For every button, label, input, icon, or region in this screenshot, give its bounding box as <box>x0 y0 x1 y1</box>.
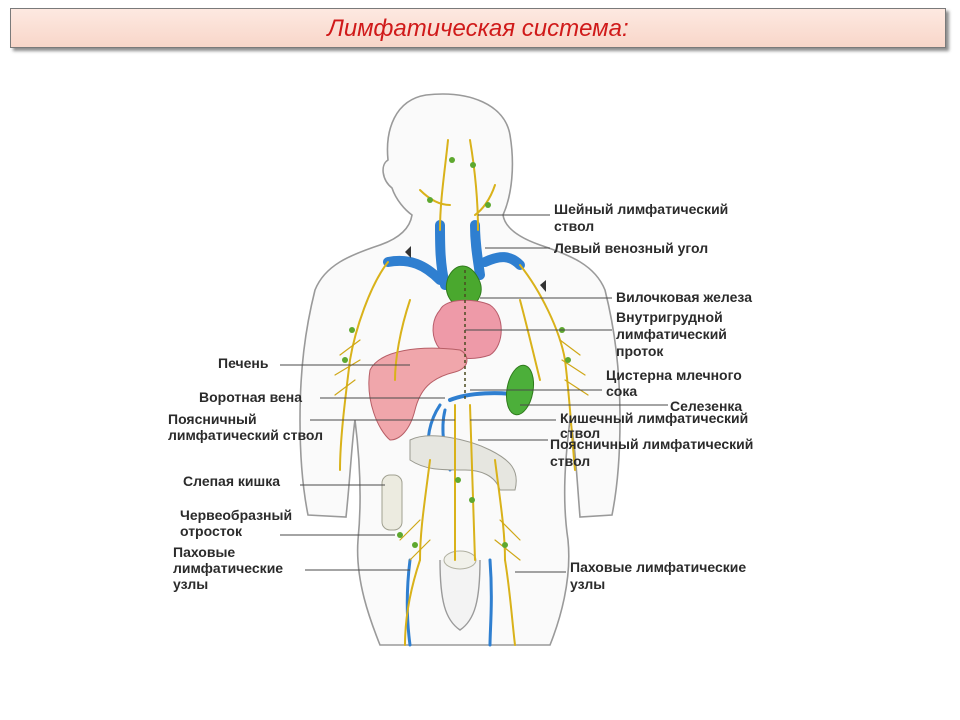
label-pahovye-right-line1: Паховые лимфатические <box>570 559 746 575</box>
label-poyasnichny-right-line2: ствол <box>550 453 590 469</box>
label-pechen: Печень <box>218 355 269 371</box>
label-pahovye-left-line1: Паховые <box>173 544 235 560</box>
label-pahovye-left-line3: узлы <box>173 576 208 592</box>
label-vnutrigrudnoy-line1: Внутригрудной <box>616 309 723 325</box>
heart <box>432 299 502 359</box>
thymus <box>445 265 482 309</box>
liver <box>368 347 468 441</box>
intestine <box>409 435 517 491</box>
label-kishechny-line1: Кишечный лимфатический <box>560 410 748 426</box>
label-kishechny-line2: ствол <box>560 425 600 441</box>
flow-arrow-left <box>405 246 411 258</box>
label-cisterna-line2: сока <box>606 383 637 399</box>
label-vnutrigrudnoy-line3: проток <box>616 343 664 359</box>
label-vilochkovaya: Вилочковая железа <box>616 289 752 305</box>
cecum <box>381 474 403 531</box>
label-poyasnichny-right-line1: Поясничный лимфатический <box>550 436 753 452</box>
label-pahovye-right-line2: узлы <box>570 576 605 592</box>
label-slepaya: Слепая кишка <box>183 473 280 489</box>
label-pahovye-left-line2: лимфатические <box>173 560 283 576</box>
label-sheiny-line2: ствол <box>554 218 594 234</box>
label-poyasnichny-left-line1: Поясничный <box>168 411 257 427</box>
slide-title: Лимфатическая система: <box>327 15 629 42</box>
label-vorotnaya: Воротная вена <box>199 389 302 405</box>
title-bar: Лимфатическая система: <box>10 8 946 48</box>
label-cisterna-line1: Цистерна млечного <box>606 367 742 383</box>
label-cherveobrazny-line1: Червеобразный <box>180 507 292 523</box>
bladder <box>443 550 477 570</box>
lymph-nodes <box>342 157 571 548</box>
label-selezenka: Селезенка <box>670 398 742 414</box>
pelvis-outline <box>439 559 481 631</box>
flow-arrow-right <box>540 280 546 292</box>
label-levy-venozny: Левый венозный угол <box>554 240 708 256</box>
label-vnutrigrudnoy-line2: лимфатический <box>616 326 727 342</box>
label-sheiny-line1: Шейный лимфатический <box>554 201 728 217</box>
label-cherveobrazny-line2: отросток <box>180 523 243 539</box>
label-poyasnichny-left-line2: лимфатический ствол <box>168 427 323 443</box>
